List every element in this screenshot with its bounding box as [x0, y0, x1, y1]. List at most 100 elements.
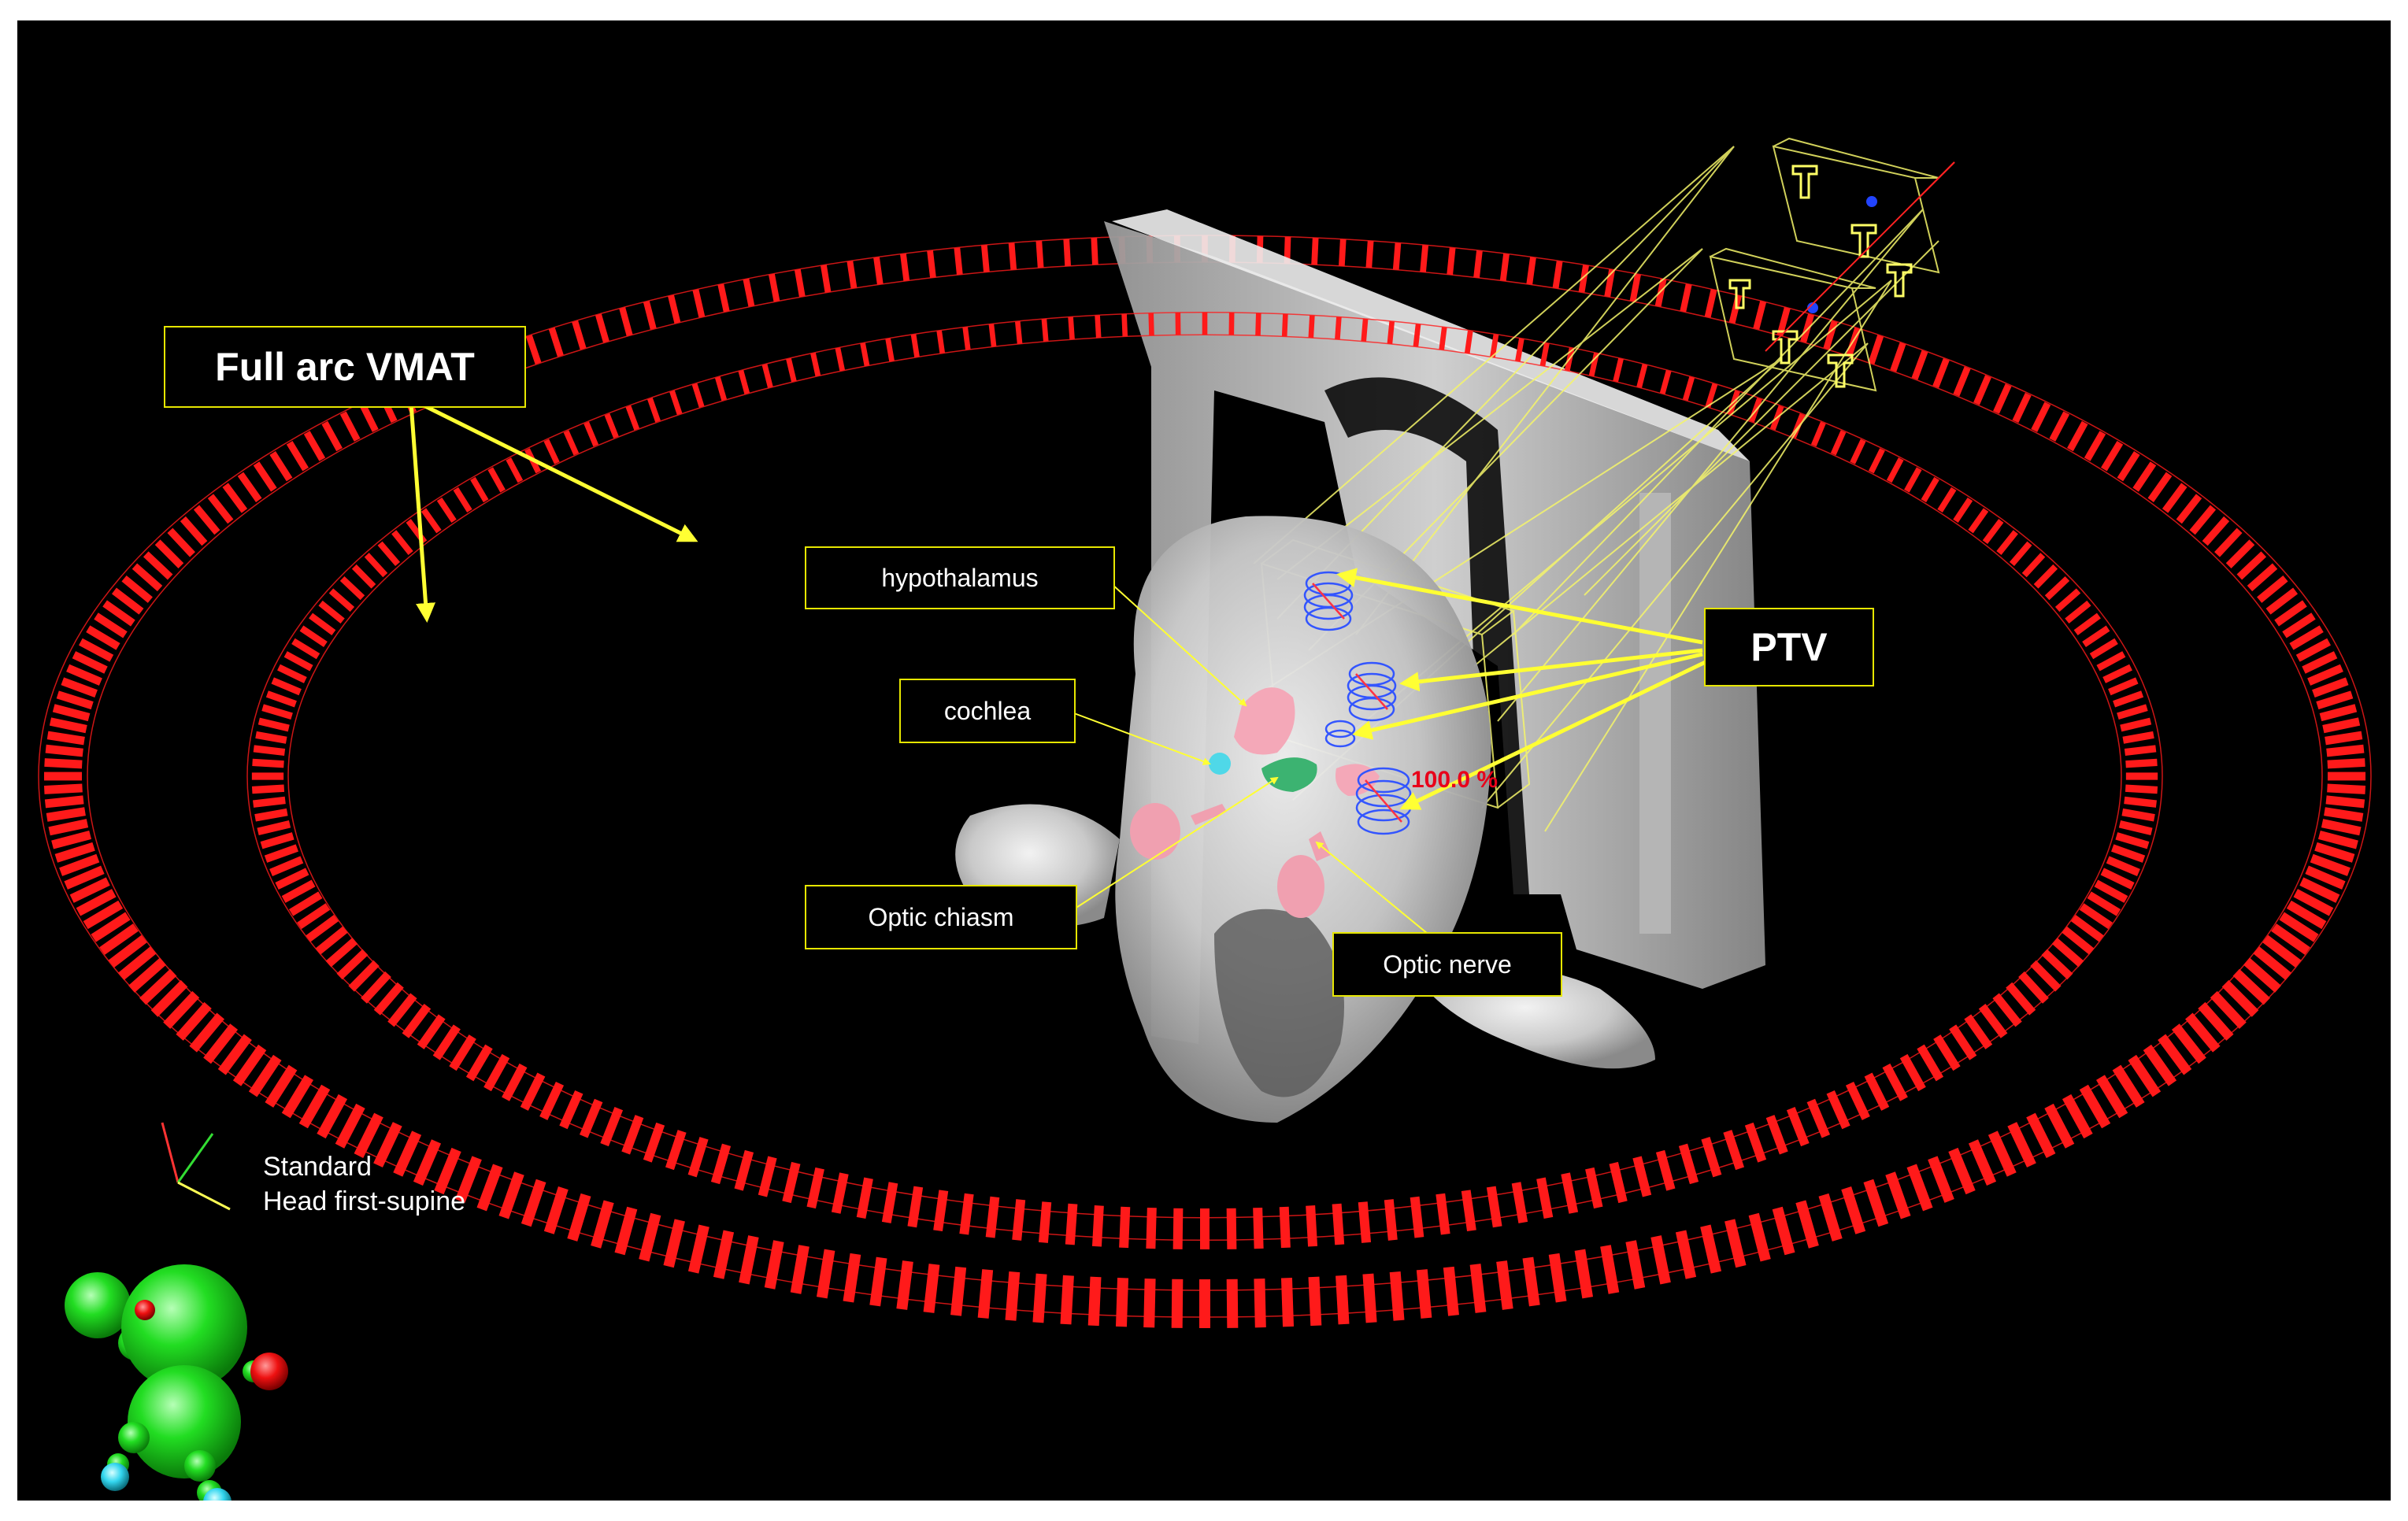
inner-arc-segment: [1964, 1014, 1993, 1049]
eye-right: [1277, 855, 1324, 918]
outer-arc-segment: [1700, 1224, 1722, 1274]
outer-arc-segment: [2257, 575, 2288, 603]
outer-arc-segment: [2214, 527, 2243, 557]
inner-arc-segment: [1014, 320, 1023, 345]
inner-arc-segment: [1332, 1203, 1345, 1245]
inner-arc-segment: [1968, 508, 1989, 534]
outer-arc-segment: [1574, 1249, 1594, 1299]
render-viewport[interactable]: 100.0 % Full arc VMAT PTV hypothalamus c…: [17, 20, 2391, 1501]
inner-arc-segment: [2033, 564, 2058, 589]
outer-arc-segment: [668, 294, 681, 324]
inner-arc-segment: [252, 758, 284, 768]
outer-arc-segment: [2096, 1075, 2128, 1119]
inner-arc-segment: [1786, 1107, 1810, 1147]
outer-arc-segment: [847, 261, 858, 289]
inner-arc-segment: [831, 1172, 849, 1214]
outer-arc-segment: [2314, 842, 2355, 863]
outer-arc-segment: [1469, 1264, 1487, 1313]
inner-arc-segment: [1937, 487, 1957, 513]
outer-arc-segment: [1650, 1235, 1671, 1285]
outer-arc-segment: [76, 889, 117, 916]
inner-arc-segment: [1765, 1115, 1788, 1155]
inner-arc-segment: [265, 690, 297, 708]
outer-arc-segment: [1680, 283, 1692, 313]
outer-arc-segment: [1629, 273, 1641, 302]
inner-arc-segment: [1255, 313, 1261, 336]
outer-arc-segment: [79, 638, 114, 662]
inner-arc-segment: [264, 844, 298, 863]
patient-orientation-text: Standard Head first-supine: [263, 1149, 465, 1219]
inner-arc-segment: [271, 677, 302, 696]
inner-arc-segment: [600, 1107, 624, 1147]
outer-arc-segment: [2324, 807, 2364, 822]
inner-arc-segment: [2062, 926, 2095, 955]
arrow-ptv-3: [1352, 652, 1703, 740]
inner-arc-segment: [269, 856, 304, 876]
inner-arc-segment: [1632, 1156, 1652, 1197]
inner-arc-segment: [2087, 891, 2121, 916]
orientation-line-2: Head first-supine: [263, 1186, 466, 1216]
outer-arc-segment: [248, 1054, 282, 1097]
outer-arc-segment: [321, 420, 343, 452]
outer-arc-segment: [2271, 923, 2310, 955]
outer-arc-segment: [900, 253, 910, 282]
beam-aperture-shapes: [1728, 161, 1955, 388]
inner-arc-segment: [288, 891, 323, 916]
inner-arc-segment: [306, 914, 339, 942]
outer-arc-segment: [1704, 289, 1717, 318]
outer-arc-segment: [143, 551, 173, 580]
outer-arc-segment: [950, 1266, 967, 1316]
inner-arc-segment: [910, 334, 920, 358]
inner-arc-segment: [669, 390, 683, 416]
inner-arc-segment: [1281, 313, 1288, 337]
inner-arc-segment: [465, 1044, 493, 1082]
inner-arc-segment: [253, 745, 286, 757]
outer-arc-segment: [2316, 690, 2354, 710]
inner-arc-segment: [1996, 530, 2018, 555]
outer-arc-segment: [2327, 758, 2365, 769]
outer-arc-segment: [1973, 375, 1991, 405]
inner-arc-segment: [1886, 457, 1904, 483]
outer-arc-segment: [2049, 411, 2070, 442]
inner-arc-segment: [1806, 1098, 1831, 1138]
outer-arc-segment: [1654, 278, 1667, 307]
outer-arc-segment: [281, 1075, 313, 1119]
outer-arc-segment: [2143, 1044, 2177, 1086]
outer-arc-segment: [64, 865, 105, 890]
outer-arc-segment: [2293, 889, 2334, 916]
outer-arc-segment: [393, 1131, 422, 1177]
outer-arc-segment: [2031, 402, 2051, 432]
outer-arc-segment: [2243, 957, 2281, 993]
outer-arc-segment: [525, 335, 542, 365]
arrow-ptv-2: [1399, 648, 1703, 692]
outer-arc-segment: [1496, 1260, 1513, 1310]
outer-arc-segment: [2325, 795, 2365, 809]
outer-arc-segment: [2305, 865, 2346, 890]
outer-arc-segment: [253, 461, 277, 492]
inner-arc-segment: [856, 1177, 873, 1219]
inner-arc-segment: [2044, 575, 2070, 601]
outer-arc-segment: [476, 1164, 503, 1212]
cochlea-structure: [1209, 753, 1231, 775]
outer-arc-segment: [2185, 1012, 2221, 1053]
outer-arc-segment: [1911, 350, 1928, 380]
outer-arc-segment: [2198, 1001, 2234, 1041]
outer-arc-segment: [790, 1245, 809, 1294]
inner-arc-segment: [387, 993, 417, 1027]
outer-arc-segment: [286, 440, 309, 472]
inner-arc-segment: [738, 369, 750, 394]
outer-arc-segment: [2012, 392, 2032, 424]
outer-arc-segment: [66, 664, 102, 686]
outer-arc-segment: [1724, 1219, 1747, 1268]
inner-arc-segment: [647, 398, 661, 423]
inner-arc-segment: [2117, 704, 2148, 720]
outer-arc-segment: [1868, 335, 1884, 365]
outer-arc-segment: [923, 1264, 940, 1313]
inner-arc-segment: [281, 879, 316, 903]
outer-arc-segment: [1005, 1271, 1021, 1321]
outer-arc-segment: [1953, 366, 1971, 397]
outer-arc-segment: [46, 807, 86, 822]
outer-arc-segment: [1841, 1186, 1866, 1234]
outer-arc-segment: [869, 1256, 887, 1307]
inner-arc-segment: [860, 342, 870, 367]
